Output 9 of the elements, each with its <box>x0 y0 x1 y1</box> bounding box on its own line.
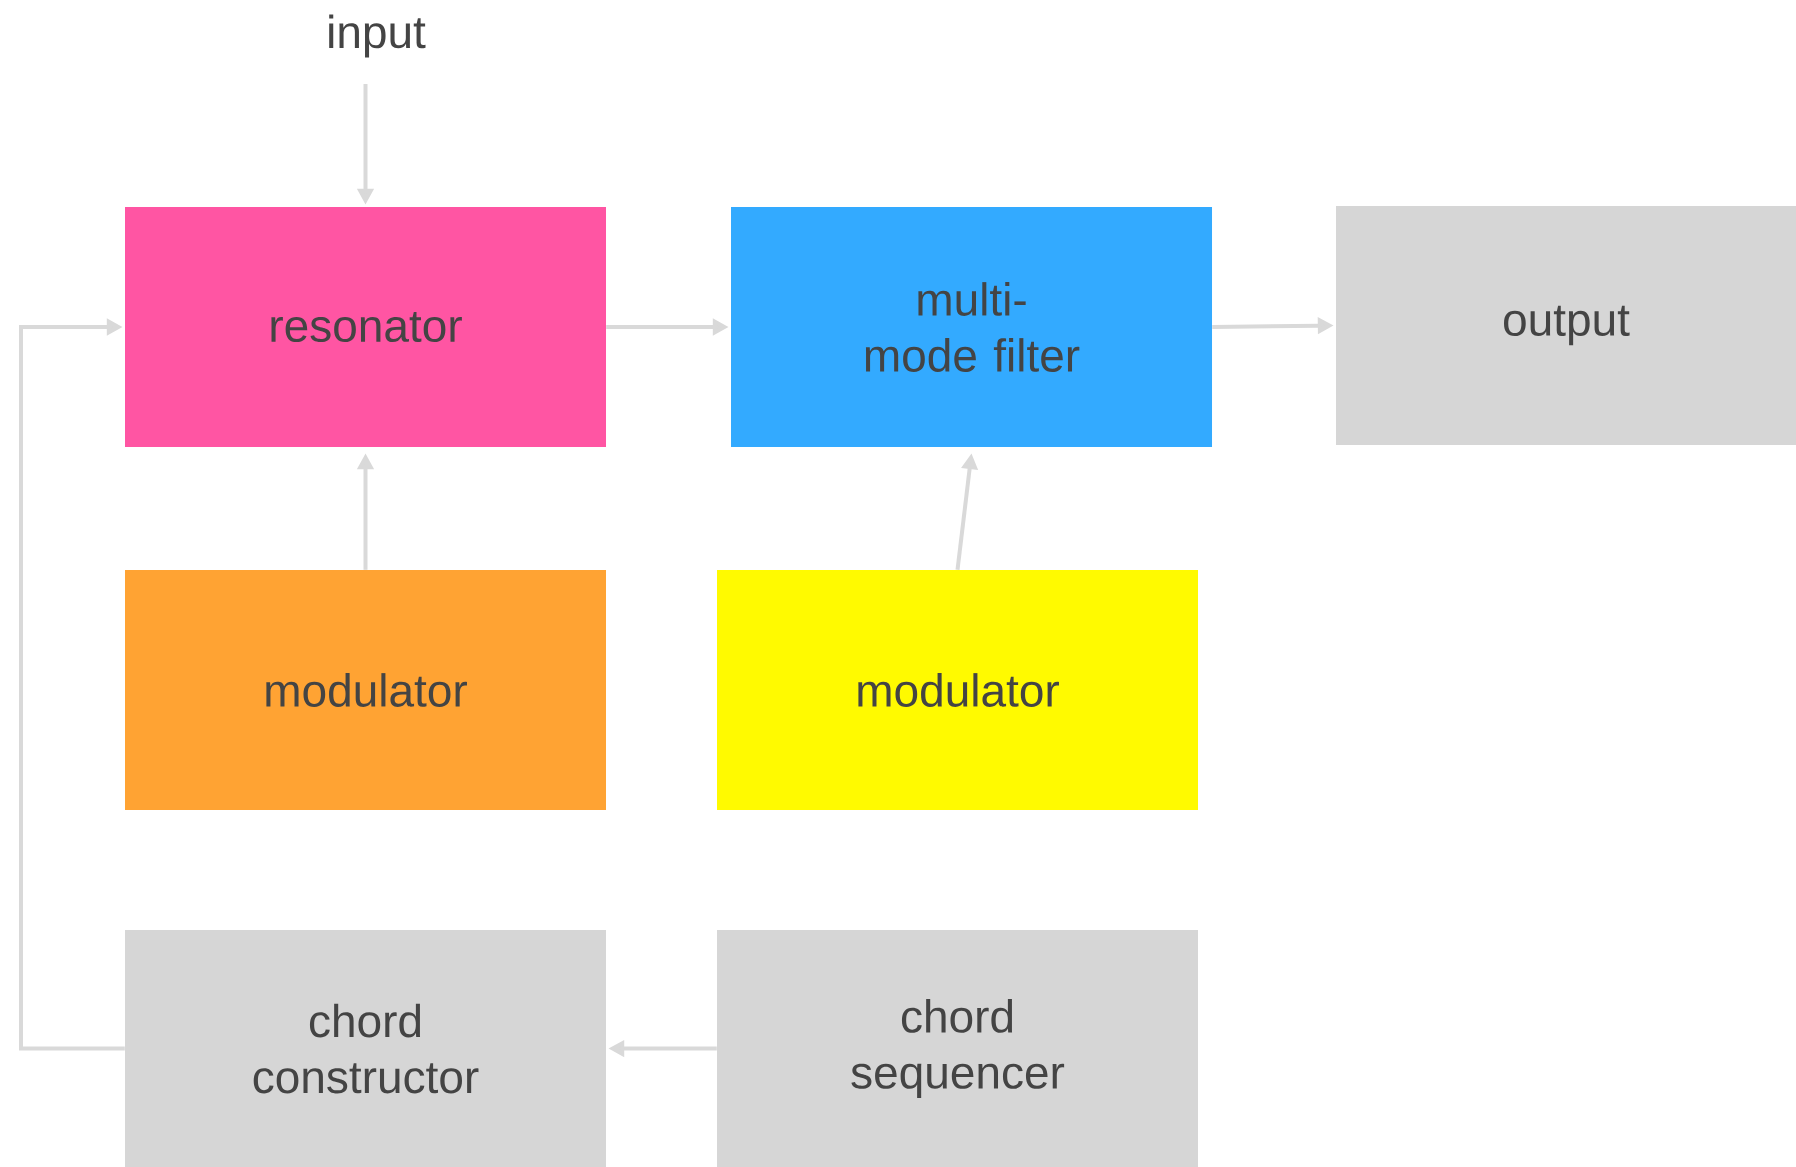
process-box: resonator <box>125 207 606 447</box>
process-box: modulator <box>717 570 1198 810</box>
process-box: output <box>1336 206 1796 445</box>
input-label: input <box>329 14 426 58</box>
process-box: modulator <box>125 570 606 810</box>
process-box: chord constructor <box>125 930 606 1167</box>
process-box: chord sequencer <box>717 930 1198 1167</box>
arrow <box>19 318 125 1051</box>
process-box: multi-mode filter <box>731 207 1212 447</box>
